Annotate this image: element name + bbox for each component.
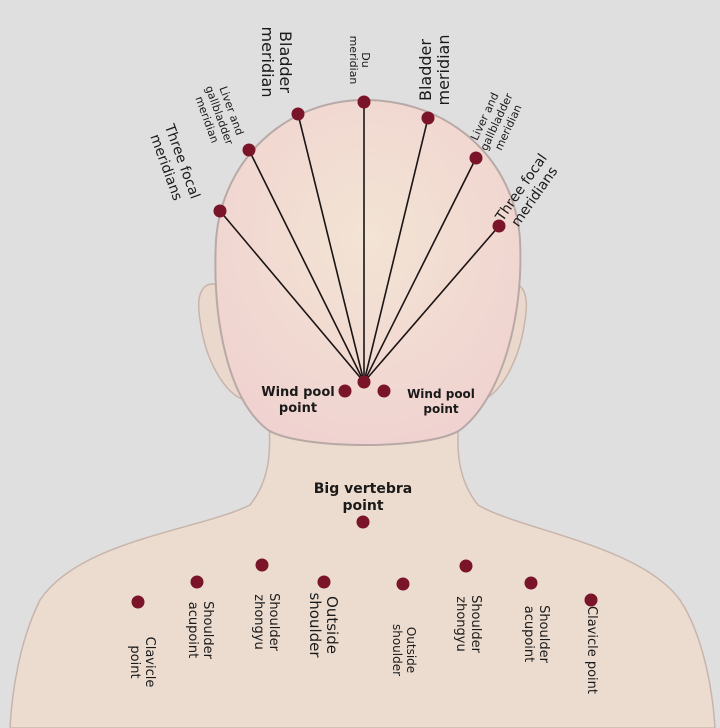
head bbox=[214, 98, 522, 446]
label-outside-shoulder-right: Outsideshoulder bbox=[390, 624, 418, 676]
head-acupoint-dot bbox=[242, 143, 256, 157]
meridian-line bbox=[297, 113, 365, 383]
label-bladder-right: Bladdermeridian bbox=[416, 35, 453, 106]
label-shoulder-acupoint-left: Shoulderacupoint bbox=[185, 601, 215, 660]
body-silhouette bbox=[9, 409, 716, 728]
acupoint-dots bbox=[131, 95, 598, 609]
label-clavicle-left: Claviclepoint bbox=[127, 637, 157, 688]
big-vertebra-dot bbox=[356, 515, 370, 529]
shoulder-acupoint-dot bbox=[396, 577, 410, 591]
shoulder-acupoint-dot bbox=[190, 575, 204, 589]
meridian-line bbox=[363, 157, 477, 383]
shoulder-acupoint-dot bbox=[524, 576, 538, 590]
head-acupoint-dot bbox=[421, 111, 435, 125]
wind-pool-dot bbox=[338, 384, 352, 398]
wind-pool-dot bbox=[377, 384, 391, 398]
head-acupoint-dot bbox=[492, 219, 506, 233]
head-acupoint-dot bbox=[291, 107, 305, 121]
head-acupoint-dot bbox=[469, 151, 483, 165]
shoulder-acupoint-dot bbox=[317, 575, 331, 589]
label-liver-gallbladder-left: Liver andgallbladdermeridian bbox=[190, 80, 248, 152]
label-shoulder-acupoint-right: Shoulderacupoint bbox=[521, 605, 551, 664]
shoulder-acupoint-dot bbox=[255, 558, 269, 572]
meridian-line bbox=[363, 225, 500, 383]
shoulder-acupoint-dot bbox=[131, 595, 145, 609]
shoulder-acupoint-dot bbox=[459, 559, 473, 573]
meridian-line bbox=[248, 149, 365, 383]
label-du: Dumeridian bbox=[347, 36, 372, 85]
label-clavicle-right: Clavicle point bbox=[584, 606, 599, 694]
label-shoulder-zhongyu-right: Shoulderzhongyu bbox=[453, 595, 483, 654]
label-shoulder-zhongyu-left: Shoulderzhongyu bbox=[251, 593, 281, 652]
meridian-line bbox=[219, 210, 365, 383]
label-bladder-left: Bladdermeridian bbox=[258, 27, 295, 98]
meridian-lines bbox=[219, 102, 500, 383]
meridian-line bbox=[363, 117, 429, 383]
head-acupoint-dot bbox=[213, 204, 227, 218]
label-outside-shoulder-left: Outsideshoulder bbox=[306, 592, 341, 658]
head-acupoint-dot bbox=[357, 95, 371, 109]
convergence-dot bbox=[357, 375, 371, 389]
shoulder-acupoint-dot bbox=[584, 593, 598, 607]
